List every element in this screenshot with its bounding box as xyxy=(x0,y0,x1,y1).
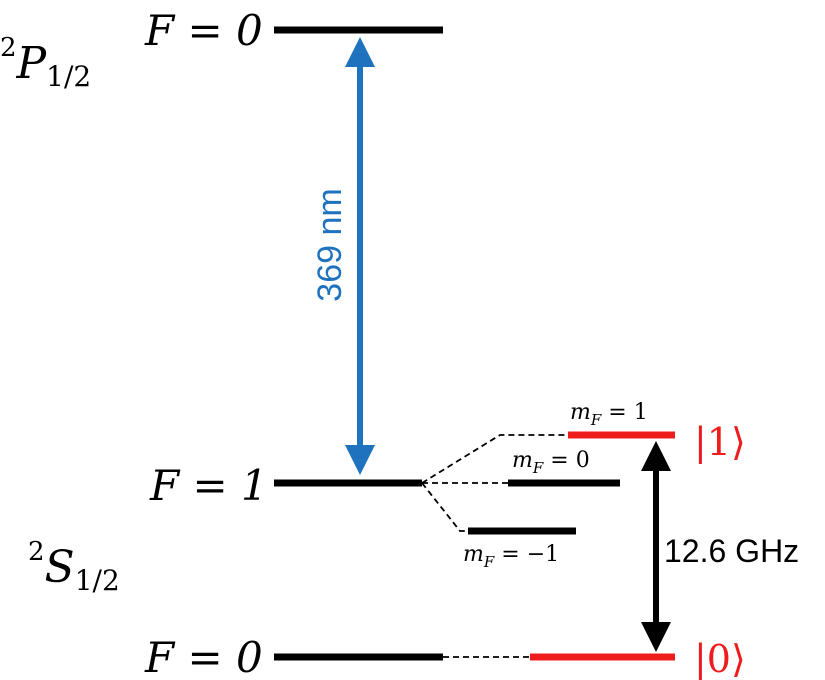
p-term-symbol: P xyxy=(16,38,48,89)
s-term-label: 2S1/2 xyxy=(28,537,120,597)
mf-minus-label: mF = −1 xyxy=(463,542,559,571)
mf-zero-label: mF = 0 xyxy=(512,448,590,477)
p-f0-label: F = 0 xyxy=(144,6,263,55)
mf-zero-m: m xyxy=(512,448,533,473)
connector-mf-plus xyxy=(421,434,568,484)
p-term-label: 2P1/2 xyxy=(0,33,91,93)
mf-minus-sub: F xyxy=(483,553,495,571)
qubit-zero-ket: |0⟩ xyxy=(694,637,746,680)
s-term-superscript: 2 xyxy=(28,537,45,567)
optical-transition-label: 369 nm xyxy=(311,188,349,301)
connector-mf-minus xyxy=(421,482,468,532)
s-f0-label: F = 0 xyxy=(144,633,263,680)
p-term-subscript: 1/2 xyxy=(46,60,91,93)
s-f1-label: F = 1 xyxy=(149,461,268,510)
qubit-one-ket: |1⟩ xyxy=(694,420,746,464)
mf-minus-value: = −1 xyxy=(494,542,559,567)
mf-plus-value: = 1 xyxy=(601,400,647,425)
p-term-superscript: 2 xyxy=(0,33,17,63)
zeeman-connectors xyxy=(421,434,568,658)
mf-plus-label: mF = 1 xyxy=(570,400,648,429)
mf-minus-m: m xyxy=(463,542,484,567)
mf-zero-sub: F xyxy=(532,459,544,477)
mf-plus-sub: F xyxy=(590,411,602,429)
s-term-symbol: S xyxy=(45,542,75,593)
mf-zero-value: = 0 xyxy=(543,448,589,473)
s-term-subscript: 1/2 xyxy=(75,564,120,597)
mf-plus-m: m xyxy=(570,400,591,425)
hyperfine-transition-label: 12.6 GHz xyxy=(664,533,799,569)
